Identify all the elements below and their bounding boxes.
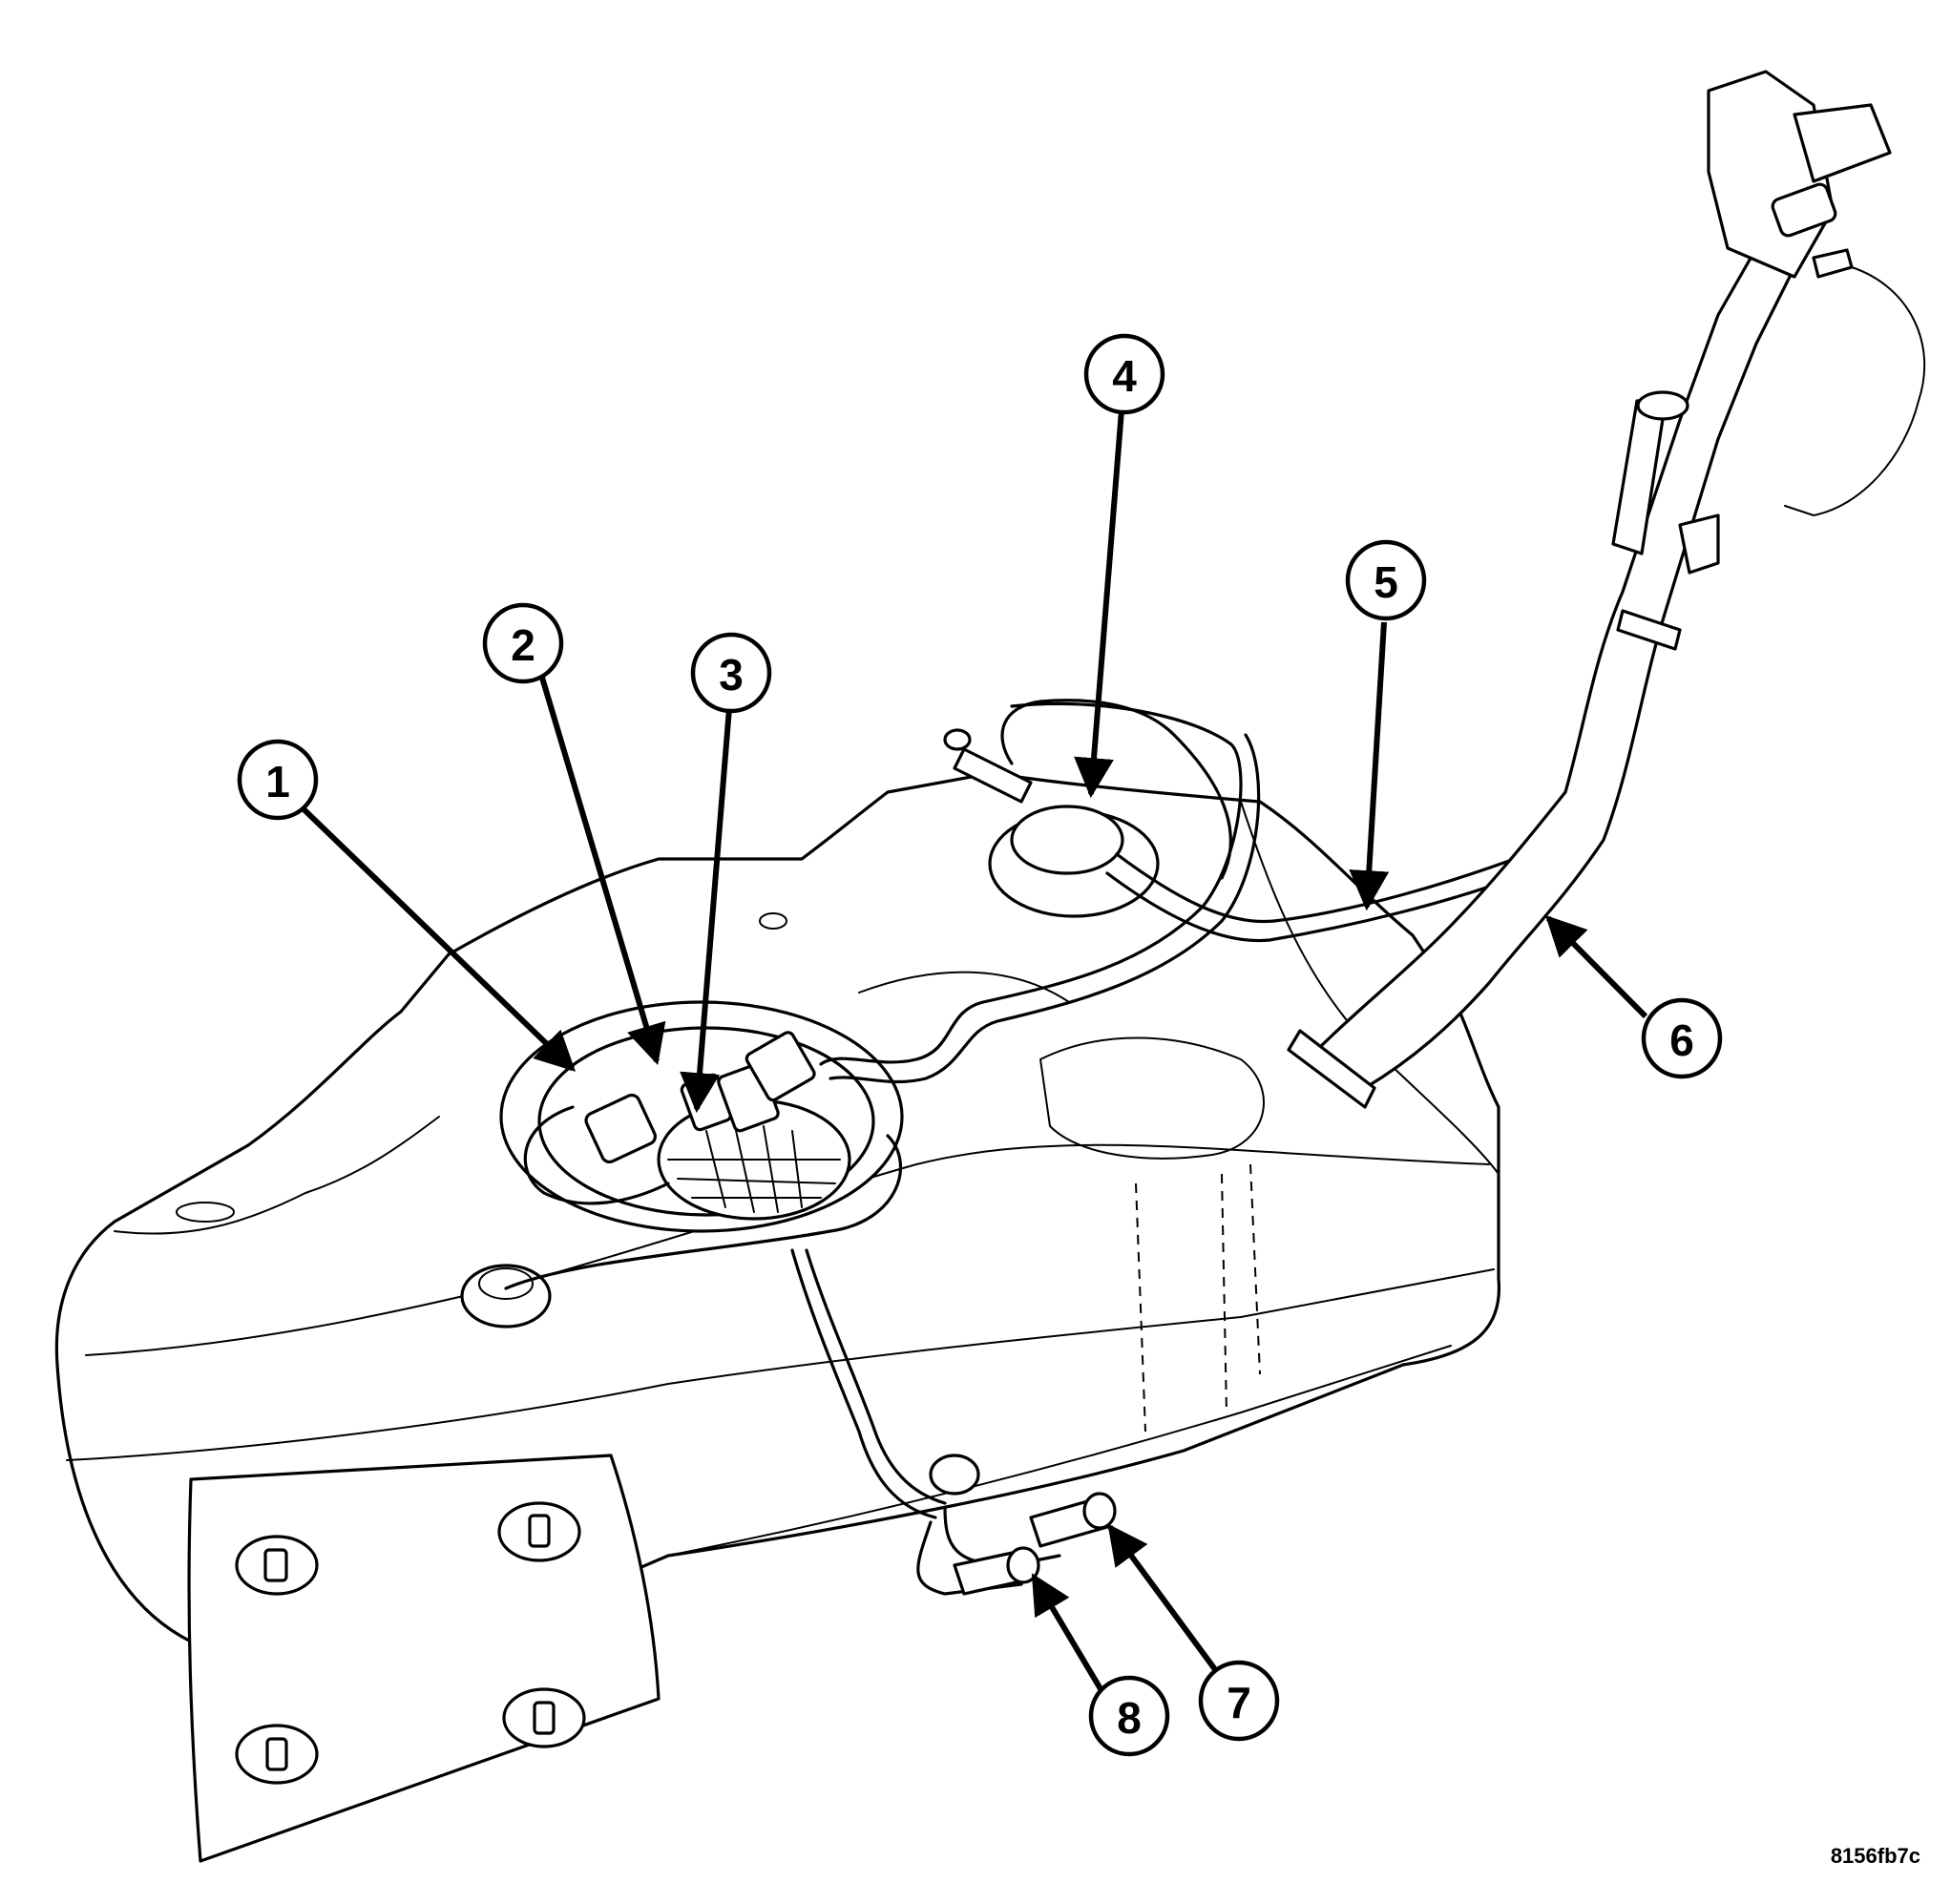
tank-ridge-lower	[66, 1268, 1495, 1461]
callout-6-label: 6	[1669, 1015, 1694, 1065]
mounting-hole	[759, 912, 787, 930]
tank-recess	[1039, 1036, 1265, 1160]
vapor-valve	[943, 699, 1232, 918]
fuel-line-e	[805, 1248, 947, 1505]
fuel-line-g	[916, 1520, 1023, 1596]
leader-3	[680, 707, 732, 1114]
fuel-line-c	[829, 733, 1261, 1084]
callout-5-label: 5	[1374, 557, 1398, 607]
line-junction	[929, 1454, 980, 1496]
vent-hose-outer	[1105, 871, 1529, 943]
fastener-1	[235, 1535, 319, 1596]
filler-bracket	[1678, 513, 1720, 575]
leader-1	[295, 801, 577, 1072]
callout-4-label: 4	[1112, 351, 1137, 401]
callout-6: 6	[1641, 997, 1723, 1079]
callout-8: 8	[1088, 1675, 1170, 1757]
hidden-edge-2	[1221, 1173, 1227, 1413]
filler-cap-band	[1771, 182, 1837, 238]
callout-3-label: 3	[719, 650, 744, 700]
leader-5	[1349, 621, 1390, 911]
rollover-valve-top	[478, 1267, 534, 1300]
tether-clip	[1812, 248, 1854, 279]
leader-8	[1031, 1573, 1105, 1694]
fastener-4	[502, 1687, 586, 1748]
fuel-lines	[504, 701, 1261, 1596]
pump-connector-d	[745, 1031, 816, 1102]
callout-7-label: 7	[1227, 1678, 1251, 1727]
fuel-line-d	[790, 1248, 937, 1519]
fuel-line-a	[504, 1134, 903, 1290]
leader-lines	[295, 409, 1648, 1694]
filler-neck-band	[1287, 1029, 1376, 1109]
tank-slot	[176, 1202, 235, 1223]
callout-3: 3	[690, 632, 772, 714]
hidden-edge-3	[1249, 1163, 1261, 1375]
quick-connect-fittings	[929, 1454, 1117, 1596]
filler-cap	[1793, 103, 1892, 183]
fuel-line-b	[819, 701, 1243, 1066]
vent-hose	[1105, 852, 1529, 943]
filler-upper-band	[1616, 609, 1682, 651]
figure-reference-code: 8156fb7c	[1831, 1844, 1920, 1868]
fitting-8-end	[1006, 1546, 1040, 1584]
rollover-valve	[460, 1264, 552, 1329]
vapor-nipple-end	[943, 728, 972, 751]
vapor-nipple	[953, 747, 1033, 804]
heat-shield-plate	[187, 1454, 661, 1863]
hidden-edge-1	[1135, 1182, 1146, 1433]
callout-1: 1	[237, 739, 319, 821]
pump-connector-a	[584, 1093, 657, 1164]
callout-8-label: 8	[1117, 1693, 1142, 1743]
callout-5: 5	[1345, 539, 1427, 621]
callout-4: 4	[1083, 333, 1165, 415]
cap-tether	[1784, 266, 1926, 516]
vapor-valve-top	[1010, 805, 1124, 875]
fastener-3	[235, 1724, 319, 1785]
leader-6	[1545, 915, 1648, 1019]
module-ribs	[667, 1125, 841, 1213]
vapor-line-loop	[1000, 699, 1232, 880]
callout-2-label: 2	[511, 620, 535, 670]
heat-shield	[187, 1454, 661, 1863]
callout-7: 7	[1198, 1660, 1280, 1742]
leader-7	[1107, 1523, 1220, 1674]
callout-2: 2	[482, 602, 564, 684]
leader-4	[1074, 409, 1124, 799]
module-line-loop	[523, 1105, 670, 1205]
fastener-2	[497, 1501, 581, 1562]
vent-hose-inner	[1115, 852, 1529, 924]
callout-1-label: 1	[265, 757, 290, 806]
filler-tube	[1287, 70, 1926, 1109]
fitting-7-end	[1082, 1492, 1117, 1530]
tank-ridge-upper	[114, 1116, 440, 1235]
fuel-pump-module	[499, 1000, 904, 1233]
vent-tube-cap	[1636, 390, 1689, 421]
leader-2	[539, 677, 666, 1066]
tank-recess-2	[858, 971, 1070, 1003]
